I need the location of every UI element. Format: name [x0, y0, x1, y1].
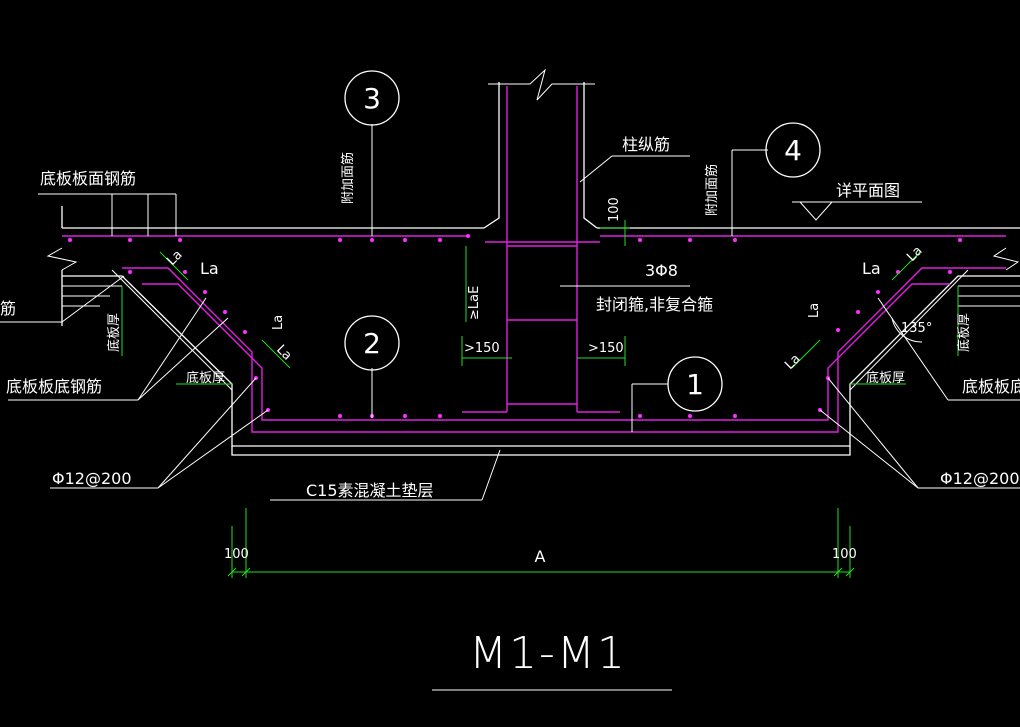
- slab-thick-right-vertical-label: 底板厚: [956, 313, 972, 352]
- callout-2-text: 2: [363, 327, 381, 360]
- spacing-right-label: Φ12@200: [940, 469, 1020, 488]
- slab-thick-right-label: 底板厚: [866, 370, 905, 386]
- stirrup-desc-label: 封闭箍,非复合箍: [596, 295, 713, 314]
- dim-100-right-label: 100: [832, 547, 857, 562]
- slab-bottom-rebar-right-label: 底板板底: [962, 377, 1020, 396]
- anchorage-left-label: ≥LaE: [467, 286, 482, 320]
- edge-cut-label: 筋: [0, 299, 16, 318]
- la-label-6: La: [807, 303, 822, 318]
- la-label-2: La: [862, 259, 881, 278]
- see-plan-label: 详平面图: [836, 181, 900, 200]
- slab-top-rebar-label: 底板板面钢筋: [40, 169, 136, 188]
- drawing-title: M1-M1: [469, 628, 627, 679]
- dim-100-top-label: 100: [607, 197, 622, 222]
- stirrup-count-label: 3Φ8: [645, 261, 678, 280]
- spacing-left-label: Φ12@200: [52, 469, 132, 488]
- angle-label: 135°: [901, 321, 932, 336]
- cushion-label: C15素混凝土垫层: [306, 481, 434, 500]
- slab-bottom-rebar-left-label: 底板板底钢筋: [6, 377, 102, 396]
- slab-thick-left-label: 底板厚: [186, 370, 225, 386]
- gt150-left-label: >150: [464, 341, 500, 356]
- callout-4: 4: [765, 122, 821, 178]
- la-label-4: La: [904, 243, 925, 264]
- dimension-lines: [121, 220, 959, 578]
- additional-top-rebar-right-label: 附加面筋: [704, 164, 720, 216]
- column-long-rebar-label: 柱纵筋: [622, 135, 670, 154]
- dim-100-left-label: 100: [224, 547, 249, 562]
- labels: 底板板面钢筋 底板板底钢筋 底板板底 柱纵筋 详平面图 3Φ8 封闭箍,非复合箍…: [0, 135, 1020, 679]
- concrete-outline: [46, 68, 1020, 456]
- callout-3-text: 3: [363, 82, 381, 115]
- gt150-right-label: >150: [588, 341, 624, 356]
- callout-1-text: 1: [686, 368, 704, 401]
- callout-1: 1: [667, 356, 723, 412]
- la-label-3: La: [164, 247, 185, 268]
- leader-lines: [0, 124, 1020, 691]
- callout-3: 3: [344, 70, 400, 126]
- dim-a-label: A: [535, 547, 546, 566]
- callout-2: 2: [344, 315, 400, 371]
- additional-top-rebar-left-label: 附加面筋: [340, 152, 356, 204]
- la-label-7: La: [273, 342, 294, 363]
- la-label-1: La: [200, 259, 219, 278]
- la-label-8: La: [782, 351, 803, 372]
- callout-4-text: 4: [784, 134, 802, 167]
- la-label-5: La: [271, 315, 286, 330]
- rebar-lines: [62, 86, 1006, 433]
- slab-thick-left-vertical-label: 底板厚: [106, 313, 122, 352]
